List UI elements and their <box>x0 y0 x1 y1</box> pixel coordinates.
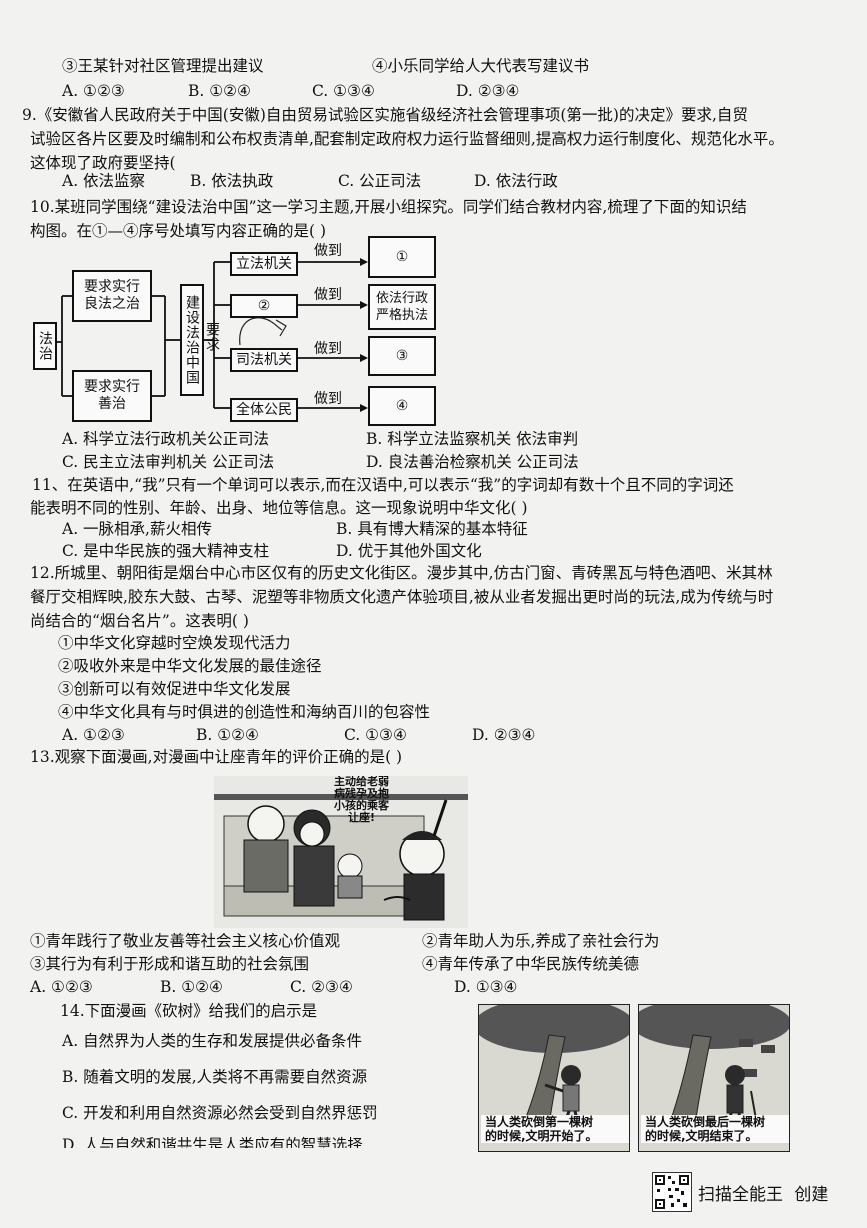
q11-option-a: A. 一脉相承,薪火相传 <box>62 520 212 538</box>
q13-option-a: A. ①②③ <box>30 978 93 996</box>
q13-item-4: ④青年传承了中华民族传统美德 <box>422 955 640 973</box>
diagram-result-4: ④ <box>368 386 436 426</box>
q14-option-b: B. 随着文明的发展,人类将不再需要自然资源 <box>62 1068 368 1086</box>
diagram-arrow-label-2: 做到 <box>314 287 342 303</box>
q11-stem-line1: 11、在英语中,“我”只有一个单词可以表示,而在汉语中,可以表示“我”的字词却有… <box>32 476 734 494</box>
diagram-root-rule-of-law: 法治 <box>33 322 57 370</box>
q13-stem: 13.观察下面漫画,对漫画中让座青年的评价正确的是( ) <box>30 748 403 766</box>
q13-item-1: ①青年践行了敬业友善等社会主义核心价值观 <box>30 932 341 950</box>
q13-option-b: B. ①②④ <box>160 978 223 996</box>
cartoon-first-tree: 当人类砍倒第一棵树 的时候,文明开始了。 <box>478 1004 630 1152</box>
q12-option-c: C. ①③④ <box>344 726 407 744</box>
q10-option-d: D. 良法善治检察机关 公正司法 <box>366 453 579 471</box>
q8-option-a: A. ①②③ <box>62 82 125 100</box>
caption-last-tree: 当人类砍倒最后一棵树 的时候,文明结束了。 <box>641 1115 789 1143</box>
q14-option-a: A. 自然界为人类的生存和发展提供必备条件 <box>62 1032 363 1050</box>
q12-option-b: B. ①②④ <box>196 726 259 744</box>
q8-option-b: B. ①②④ <box>188 82 251 100</box>
diagram-arrow-label-1: 做到 <box>314 243 342 259</box>
q9-option-b: B. 依法执政 <box>190 172 274 190</box>
q8-item-4: ④小乐同学给人大代表写建议书 <box>372 57 590 75</box>
q12-option-d: D. ②③④ <box>472 726 536 744</box>
q11-stem-line2: 能表明不同的性别、年龄、出身、地位等信息。这一现象说明中华文化( ) <box>30 499 528 517</box>
diagram-arrow-label-3: 做到 <box>314 341 342 357</box>
q10-stem-line2: 构图。在①—④序号处填写内容正确的是( ) <box>30 222 327 240</box>
q12-item-4: ④中华文化具有与时俱进的创造性和海纳百川的包容性 <box>58 703 431 721</box>
scanner-app-name: 扫描全能王 <box>698 1185 783 1205</box>
q10-option-a: A. 科学立法行政机关公正司法 <box>62 430 270 448</box>
q14-option-d: D. 人与自然和谐共生是人类应有的智慧选择 <box>62 1136 363 1148</box>
diagram-branch-blank-2: ② <box>230 294 298 318</box>
q10-option-c: C. 民主立法审判机关 公正司法 <box>62 453 275 471</box>
q12-stem-line2: 餐厅交相辉映,胶东大鼓、古琴、泥塑等非物质文化遗产体验项目,被从业者发掘出更时尚… <box>30 588 774 606</box>
q12-stem-line1: 12.所城里、朝阳街是烟台中心市区仅有的历史文化街区。漫步其中,仿古门窗、青砖黑… <box>30 564 773 582</box>
qr-code-icon <box>652 1172 692 1212</box>
seat-giving-cartoon: 主动给老弱 病残孕及抱 小孩的乘客 让座! <box>214 776 468 928</box>
q11-option-c: C. 是中华民族的强大精神支柱 <box>62 542 270 560</box>
qr-pattern <box>655 1175 689 1209</box>
q12-item-3: ③创新可以有效促进中华文化发展 <box>58 680 291 698</box>
diagram-arrow-label-4: 做到 <box>314 391 342 407</box>
q9-stem-line1: 9.《安徽省人民政府关于中国(安徽)自由贸易试验区实施省级经济社会管理事项(第一… <box>22 106 748 124</box>
diagram-require-label: 要求 <box>204 322 220 352</box>
q12-option-a: A. ①②③ <box>62 726 125 744</box>
scanner-action: 创建 <box>794 1185 829 1205</box>
diagram-result-administer-by-law: 依法行政严格执法 <box>368 284 436 330</box>
q10-stem-line1: 10.某班同学围绕“建设法治中国”这一学习主题,开展小组探究。同学们结合教材内容… <box>30 198 747 216</box>
q12-item-1: ①中华文化穿越时空焕发现代活力 <box>58 634 291 652</box>
scanner-watermark: 扫描全能王 创建 <box>698 1180 828 1205</box>
q11-option-b: B. 具有博大精深的基本特征 <box>336 520 528 538</box>
diagram-result-3: ③ <box>368 336 436 376</box>
q9-option-c: C. 公正司法 <box>338 172 422 190</box>
q9-option-d: D. 依法行政 <box>474 172 558 190</box>
diagram-left-good-governance: 要求实行善治 <box>72 370 152 422</box>
diagram-branch-all-citizens: 全体公民 <box>230 398 298 422</box>
q11-option-d: D. 优于其他外国文化 <box>336 542 482 560</box>
q13-option-c: C. ②③④ <box>290 978 353 996</box>
q14-option-c: C. 开发和利用自然资源必然会受到自然界惩罚 <box>62 1104 378 1122</box>
q12-item-2: ②吸收外来是中华文化发展的最佳途径 <box>58 657 322 675</box>
q10-option-b: B. 科学立法监察机关 依法审判 <box>366 430 579 448</box>
q14-stem: 14.下面漫画《砍树》给我们的启示是 <box>60 1002 318 1020</box>
q9-stem-line2: 试验区各片区要及时编制和公布权责清单,配套制定政府权力运行监督细则,提高权力运行… <box>30 130 784 148</box>
diagram-branch-judiciary: 司法机关 <box>230 348 298 372</box>
q8-item-3: ③王某针对社区管理提出建议 <box>62 57 264 75</box>
q9-stem-line3: 这体现了政府要坚持( <box>30 154 176 172</box>
q13-option-d: D. ①③④ <box>454 978 518 996</box>
q8-option-d: D. ②③④ <box>456 82 520 100</box>
diagram-result-1: ① <box>368 236 436 278</box>
q12-stem-line3: 尚结合的“烟台名片”。这表明( ) <box>30 612 249 630</box>
q8-option-c: C. ①③④ <box>312 82 375 100</box>
cartoon-illustration <box>214 794 468 921</box>
caption-first-tree: 当人类砍倒第一棵树 的时候,文明开始了。 <box>481 1115 629 1143</box>
diagram-left-good-law: 要求实行良法之治 <box>72 270 152 322</box>
q13-item-2: ②青年助人为乐,养成了亲社会行为 <box>422 932 660 950</box>
diagram-branch-legislature: 立法机关 <box>230 252 298 276</box>
cartoon-last-tree: 当人类砍倒最后一棵树 的时候,文明结束了。 <box>638 1004 790 1152</box>
diagram-center-build-rule-of-law-china: 建设法治中国 <box>180 284 204 396</box>
q9-option-a: A. 依法监察 <box>62 172 146 190</box>
q13-item-3: ③其行为有利于形成和谐互助的社会氛围 <box>30 955 310 973</box>
cartoon-speech-bubble: 主动给老弱 病残孕及抱 小孩的乘客 让座! <box>334 776 389 824</box>
